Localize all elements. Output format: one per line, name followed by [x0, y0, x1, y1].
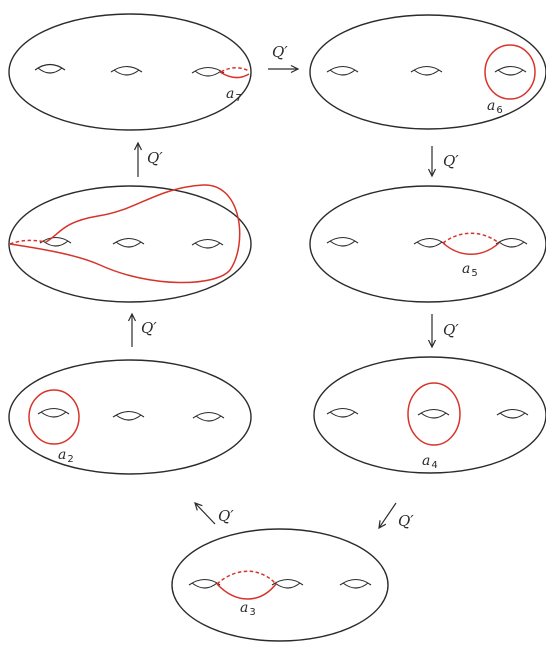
surface-outline: [309, 14, 546, 130]
arrow-a4-to-a3: Q′: [378, 502, 414, 530]
curve-label-a2: a2: [58, 447, 74, 465]
genus-hole: [191, 66, 225, 77]
genus-hole: [326, 236, 359, 247]
svg-text:Q′: Q′: [443, 152, 459, 170]
arrow-a1-to-a7: Q′: [133, 141, 163, 177]
genus-hole: [112, 237, 145, 248]
genus-hole: [326, 65, 359, 76]
genus-hole: [494, 65, 527, 76]
surface-a4: a4: [313, 356, 546, 474]
genus-hole: [495, 237, 528, 248]
genus-hole: [191, 238, 224, 249]
surface-outline: [171, 528, 389, 642]
curve-a1-front: [9, 184, 241, 284]
surface-outline: [309, 185, 546, 303]
genus-hole: [39, 236, 72, 247]
svg-text:Q′: Q′: [147, 149, 163, 167]
curve-label-a5: a5: [462, 261, 478, 279]
genus-hole: [188, 578, 221, 589]
arrow-a7-to-a6: Q′: [268, 43, 300, 74]
svg-text:Q′: Q′: [218, 507, 234, 525]
surface-a2: a2: [8, 359, 252, 475]
arrow-a5-to-a4: Q′: [427, 314, 459, 349]
arrow-a3-to-a2: Q′: [194, 502, 234, 525]
svg-text:Q′: Q′: [141, 319, 157, 337]
curve-a7-front: [219, 71, 250, 79]
curve-a3-front: [216, 583, 277, 600]
surface-a6: a6: [309, 14, 546, 130]
curve-a1-back: [9, 239, 47, 245]
genus-hole: [413, 237, 446, 248]
curve-label-a3: a3: [240, 600, 256, 618]
svg-text:Q′: Q′: [398, 512, 414, 530]
genus-hole: [410, 65, 443, 76]
surface-outline: [8, 185, 252, 303]
arrow-a2-to-a1: Q′: [127, 312, 157, 347]
curve-a6: [484, 44, 536, 100]
surface-outline: [313, 356, 546, 474]
curve-a4: [407, 382, 461, 446]
genus-hole: [417, 408, 450, 419]
curve-a2: [28, 389, 80, 445]
genus-hole: [339, 578, 372, 589]
curve-a3-back: [216, 570, 277, 585]
surface-outline: [8, 13, 252, 131]
genus-hole: [271, 578, 304, 589]
surface-s1: [8, 184, 252, 303]
curve-a7-back: [220, 67, 250, 73]
genus-hole: [34, 63, 66, 74]
genus-hole: [112, 410, 145, 421]
curve-label-a4: a4: [422, 453, 438, 471]
surface-a3: a3: [171, 528, 389, 642]
genus-hole: [326, 407, 359, 418]
genus-hole: [192, 411, 225, 422]
svg-text:Q′: Q′: [443, 321, 459, 339]
svg-text:Q′: Q′: [272, 43, 288, 61]
curve-a5-back: [442, 232, 500, 244]
curve-label-a7: a7: [226, 86, 242, 104]
genus-hole: [496, 408, 529, 419]
curve-a5-front: [442, 242, 500, 255]
curve-label-a6: a6: [487, 98, 503, 116]
surface-outline: [8, 359, 252, 475]
genus-hole: [110, 65, 143, 76]
arrow-a6-to-a5: Q′: [427, 146, 459, 178]
surface-a7: a7: [8, 13, 252, 131]
surface-a5: a5: [309, 185, 546, 303]
genus-hole: [37, 407, 70, 418]
